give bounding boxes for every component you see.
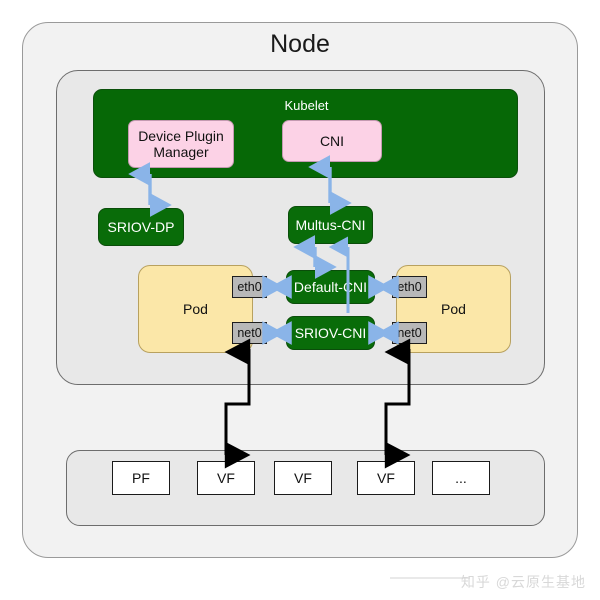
kubelet-label: Kubelet (284, 98, 329, 113)
device-plugin-manager-box[interactable]: Device Plugin Manager (128, 120, 234, 168)
nic-function-vf-2[interactable]: VF (274, 461, 332, 495)
pod-left-net0-interface[interactable]: net0 (232, 322, 267, 344)
watermark-text: 知乎 @云原生基地 (460, 574, 586, 590)
nic-function-vf-1[interactable]: VF (197, 461, 255, 495)
sriov-dp-box[interactable]: SRIOV-DP (98, 208, 184, 246)
cni-box[interactable]: CNI (282, 120, 382, 162)
pod-left-eth0-interface[interactable]: eth0 (232, 276, 267, 298)
nic-function-more[interactable]: ... (432, 461, 490, 495)
pod-right-net0-interface[interactable]: net0 (392, 322, 427, 344)
multus-cni-box[interactable]: Multus-CNI (288, 206, 373, 244)
nic-function-pf[interactable]: PF (112, 461, 170, 495)
nic-function-vf-3[interactable]: VF (357, 461, 415, 495)
sriov-cni-box[interactable]: SRIOV-CNI (286, 316, 375, 350)
node-title: Node (270, 30, 330, 58)
default-cni-box[interactable]: Default-CNI (286, 270, 375, 304)
pod-right-eth0-interface[interactable]: eth0 (392, 276, 427, 298)
